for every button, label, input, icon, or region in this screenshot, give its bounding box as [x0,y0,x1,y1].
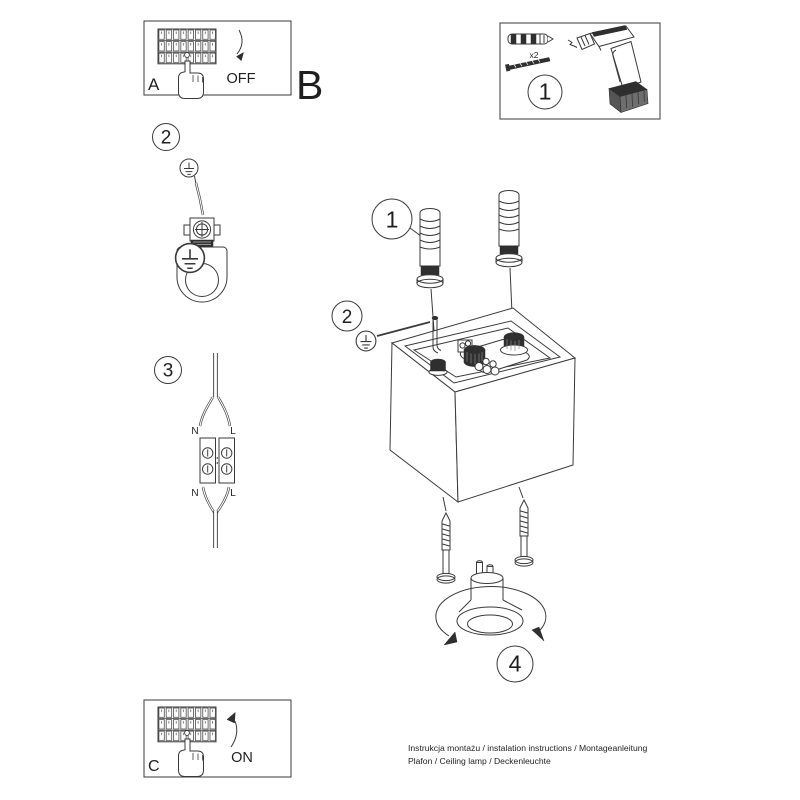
drill-icon [567,25,649,114]
wall-plug-icon [507,33,554,45]
screw-left [436,511,456,584]
step-2-cube-number: 2 [331,300,363,332]
earth-symbol-cube-icon [355,330,377,352]
terminal-block [199,437,235,484]
step-1-number: 1 [371,198,413,240]
ground-leader-line [376,321,431,337]
screw-icon [505,57,551,72]
mounting-bracket [174,242,228,303]
footer-line2: Plafon / Ceiling lamp / Deckenleuchte [408,756,551,766]
on-label: ON [231,750,253,766]
svg-text:1: 1 [539,79,552,105]
step-2-number: 2 [152,123,180,151]
section-letter-b: B [296,62,323,108]
kit-step-number: 1 [527,74,563,110]
wire-n-bottom-label: N [191,488,198,499]
wire-l-top-label: L [230,426,236,437]
step-4-number: 4 [496,645,534,683]
screw-right [514,498,534,567]
wall-anchor-right [495,190,523,268]
wall-anchor-left [416,208,444,289]
step-3-number: 3 [154,356,182,384]
ground-terminal-step: 2 [152,123,228,303]
step-letter-a: A [148,75,160,94]
gu10-bulb [456,560,524,636]
arrow-up-icon [226,711,238,748]
svg-text:4: 4 [509,651,522,677]
wire-n-top-label: N [191,426,198,437]
svg-text:2: 2 [161,128,172,149]
svg-text:3: 3 [163,361,174,382]
power-on-step-box: C ON [143,699,292,778]
quantity-label: x2 [530,50,539,60]
terminal-screw-block [183,217,221,247]
earth-symbol-icon [179,158,199,178]
svg-text:1: 1 [386,207,399,233]
rotate-arrows-icon [435,586,547,646]
bracket-earth-icon [174,242,206,274]
tools-kit-box: x2 1 [499,22,661,120]
off-label: OFF [227,71,256,87]
main-assembly: 1 2 [331,190,577,683]
breaker-panel-icon [157,28,217,65]
power-off-step-box: A OFF [143,20,292,99]
leader-line [518,486,524,499]
breaker-panel-icon [157,706,217,743]
cube-interior [428,315,530,376]
footer-line1: Instrukcja montażu / instalation instruc… [408,743,648,753]
step-letter-c: C [148,758,160,775]
cube-lamp-body [389,307,577,504]
arrow-down-icon [236,29,244,62]
wire-l-bottom-label: L [230,488,236,499]
footer-caption: Instrukcja montażu / instalation instruc… [408,743,648,766]
leader-line [442,496,447,512]
svg-text:2: 2 [342,307,353,328]
wiring-step: 3 N L N L [154,353,236,548]
